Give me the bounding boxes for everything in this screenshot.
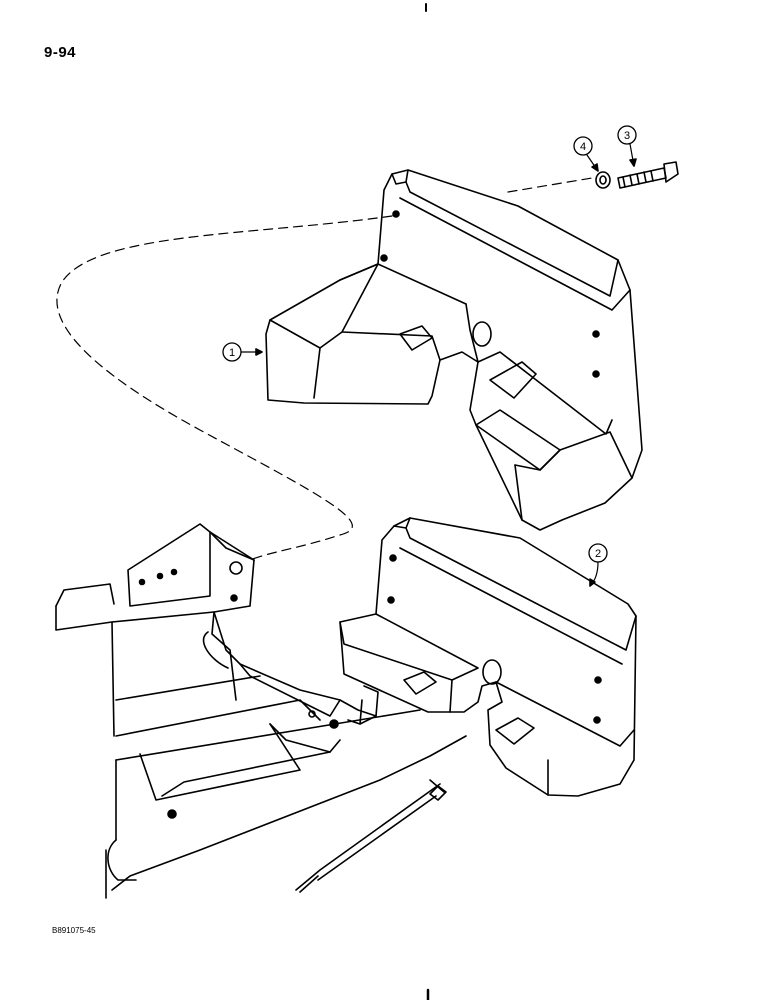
callout-1 — [222, 342, 263, 362]
washer — [595, 171, 611, 189]
callout-4-label: 4 — [580, 141, 586, 153]
figure-code: B891075-45 — [52, 926, 96, 935]
page-number: 9-94 — [44, 44, 77, 61]
bolt-dashed-line — [507, 177, 593, 193]
callout-3 — [617, 125, 637, 167]
assembly-dashed-line — [56, 215, 393, 561]
callout-1-label: 1 — [229, 347, 235, 359]
counterweight-lower — [339, 517, 637, 797]
machine-frame — [55, 523, 467, 899]
callout-3-label: 3 — [624, 130, 630, 142]
counterweight-upper — [265, 169, 643, 531]
callout-4 — [573, 136, 599, 172]
callout-2 — [588, 543, 608, 587]
callout-2-label: 2 — [595, 548, 601, 560]
bolt — [617, 161, 679, 189]
